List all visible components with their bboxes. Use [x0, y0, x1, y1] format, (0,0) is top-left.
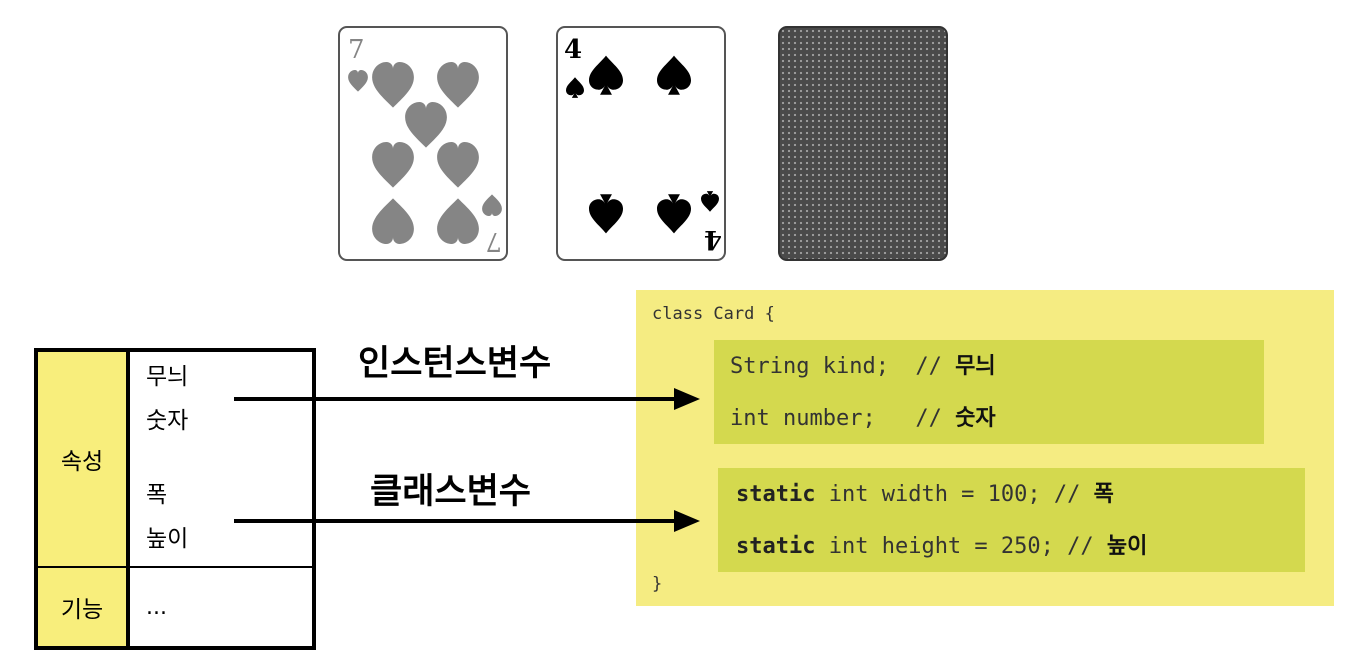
- attribute-number: 숫자: [146, 408, 189, 434]
- class-variables-box: [718, 468, 1305, 572]
- attributes-list: 무늬 숫자 폭 높이: [127, 349, 315, 568]
- class-variables-label: 클래스변수: [370, 472, 532, 512]
- code-text: int width = 100; //: [815, 482, 1094, 507]
- functions-label: 기능: [35, 566, 130, 649]
- code-class-open: class Card {: [652, 304, 775, 324]
- instance-variables-box: [714, 340, 1264, 444]
- attribute-kind: 무늬: [146, 364, 189, 390]
- code-text: int height = 250; //: [815, 534, 1107, 559]
- attribute-height: 높이: [146, 526, 189, 552]
- code-keyword: static: [736, 482, 816, 507]
- instance-arrow: [234, 388, 700, 410]
- code-instance-kind: String kind; // 무늬: [730, 356, 996, 378]
- code-comment: 숫자: [955, 406, 996, 431]
- instance-variables-label: 인스턴스변수: [358, 344, 552, 384]
- card-properties-table: 속성 무늬 숫자 폭 높이 기능 ...: [34, 348, 316, 650]
- card-four-of-spades-art: 4 4: [564, 35, 722, 254]
- code-text: int number; //: [730, 406, 956, 431]
- card-rank-top: 7: [348, 35, 365, 65]
- code-text: String kind; //: [730, 354, 956, 379]
- card-seven-of-hearts-art: 7 7: [348, 35, 502, 256]
- card-four-of-spades: 4 4: [556, 26, 726, 261]
- functions-list: ...: [127, 566, 315, 649]
- code-class-close: }: [652, 574, 663, 594]
- code-class-height: static int height = 250; // 높이: [736, 536, 1147, 558]
- code-class-width: static int width = 100; // 폭: [736, 484, 1114, 506]
- code-comment: 무늬: [955, 354, 996, 379]
- card-rank-bottom: 7: [485, 226, 502, 256]
- code-comment: 높이: [1106, 534, 1148, 559]
- code-keyword: static: [736, 534, 816, 559]
- card-rank-top: 4: [564, 35, 582, 65]
- class-arrow: [234, 510, 700, 532]
- card-back: [778, 26, 948, 261]
- card-seven-of-hearts: 7 7: [338, 26, 508, 261]
- attributes-label: 속성: [35, 349, 130, 568]
- card-rank-bottom: 4: [704, 224, 722, 254]
- code-comment: 폭: [1093, 482, 1114, 507]
- attribute-width: 폭: [146, 482, 168, 508]
- code-instance-number: int number; // 숫자: [730, 408, 996, 430]
- functions-ellipsis: ...: [146, 595, 167, 620]
